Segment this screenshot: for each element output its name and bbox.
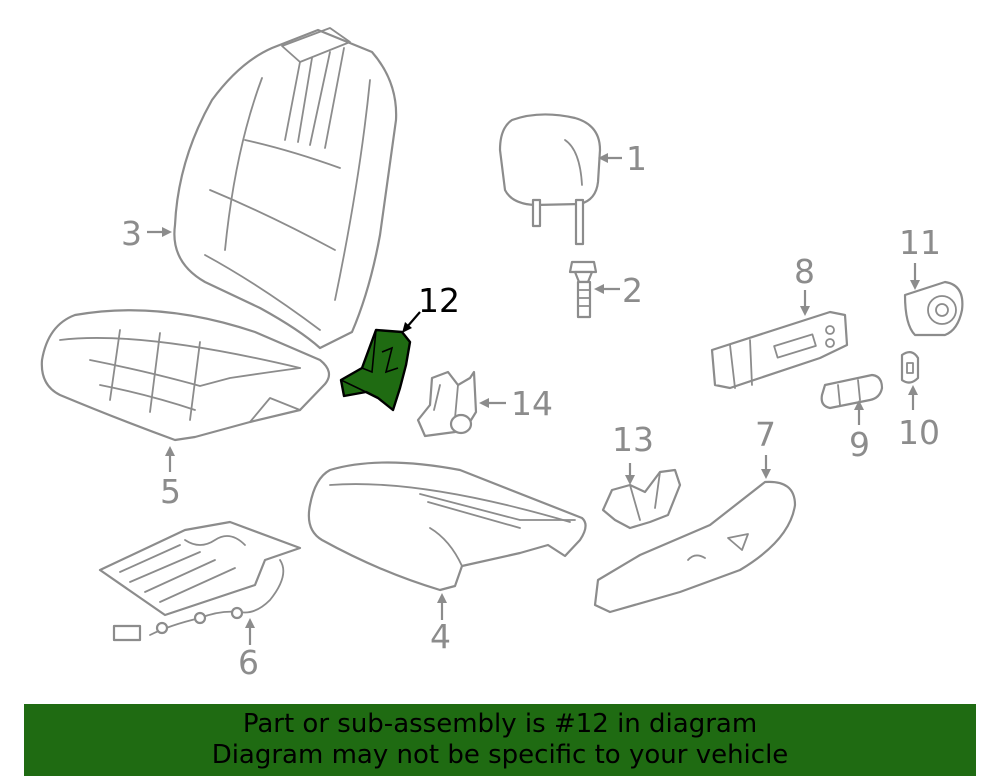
part-11-motor[interactable]: [903, 280, 964, 337]
svg-text:10: 10: [898, 413, 940, 452]
callout-5: 5: [160, 446, 181, 511]
svg-text:3: 3: [121, 214, 142, 253]
svg-text:11: 11: [899, 223, 941, 262]
svg-text:9: 9: [849, 425, 870, 464]
callout-3: 3: [121, 214, 172, 253]
part-3-seat-back[interactable]: [173, 27, 398, 350]
callout-12: 12: [402, 281, 460, 333]
svg-text:2: 2: [622, 271, 643, 310]
svg-text:14: 14: [511, 384, 553, 423]
svg-text:13: 13: [612, 420, 654, 459]
part-10-knob[interactable]: [900, 351, 920, 384]
svg-text:8: 8: [794, 252, 815, 291]
callout-2: 2: [594, 271, 643, 310]
callout-1: 1: [598, 139, 647, 178]
callout-7: 7: [755, 415, 776, 479]
svg-text:12: 12: [418, 281, 460, 320]
part-2-guide[interactable]: [568, 260, 598, 319]
part-6-heater-mat[interactable]: [98, 520, 302, 642]
callout-13: 13: [612, 420, 654, 485]
part-14-bracket[interactable]: [416, 370, 478, 438]
svg-text:7: 7: [755, 415, 776, 454]
part-12-cover[interactable]: [339, 328, 412, 412]
part-1-headrest[interactable]: [498, 113, 602, 246]
callout-14: 14: [479, 384, 553, 423]
svg-text:4: 4: [430, 617, 451, 656]
svg-text:5: 5: [160, 472, 181, 511]
callout-10: 10: [898, 385, 940, 452]
callout-8: 8: [794, 252, 815, 316]
part-9-knob[interactable]: [820, 373, 884, 410]
banner-line-1: Part or sub-assembly is #12 in diagram: [242, 709, 758, 739]
part-8-switch[interactable]: [710, 310, 849, 390]
svg-text:1: 1: [626, 139, 647, 178]
svg-text:6: 6: [238, 643, 259, 682]
seat-parts-diagram: 1 2 3 4 5 6 7 8 9 10: [40, 27, 964, 682]
callout-6: 6: [238, 618, 259, 682]
banner-line-2: Diagram may not be specific to your vehi…: [211, 740, 789, 770]
part-13-bracket[interactable]: [601, 468, 682, 530]
callout-11: 11: [899, 223, 941, 290]
part-7-side-cover[interactable]: [593, 480, 797, 614]
part-5-seat-cushion[interactable]: [40, 309, 331, 442]
callout-4: 4: [430, 593, 451, 656]
part-4-cushion[interactable]: [307, 461, 587, 592]
info-banner: Part or sub-assembly is #12 in diagram D…: [24, 704, 976, 776]
callout-9: 9: [849, 400, 870, 464]
